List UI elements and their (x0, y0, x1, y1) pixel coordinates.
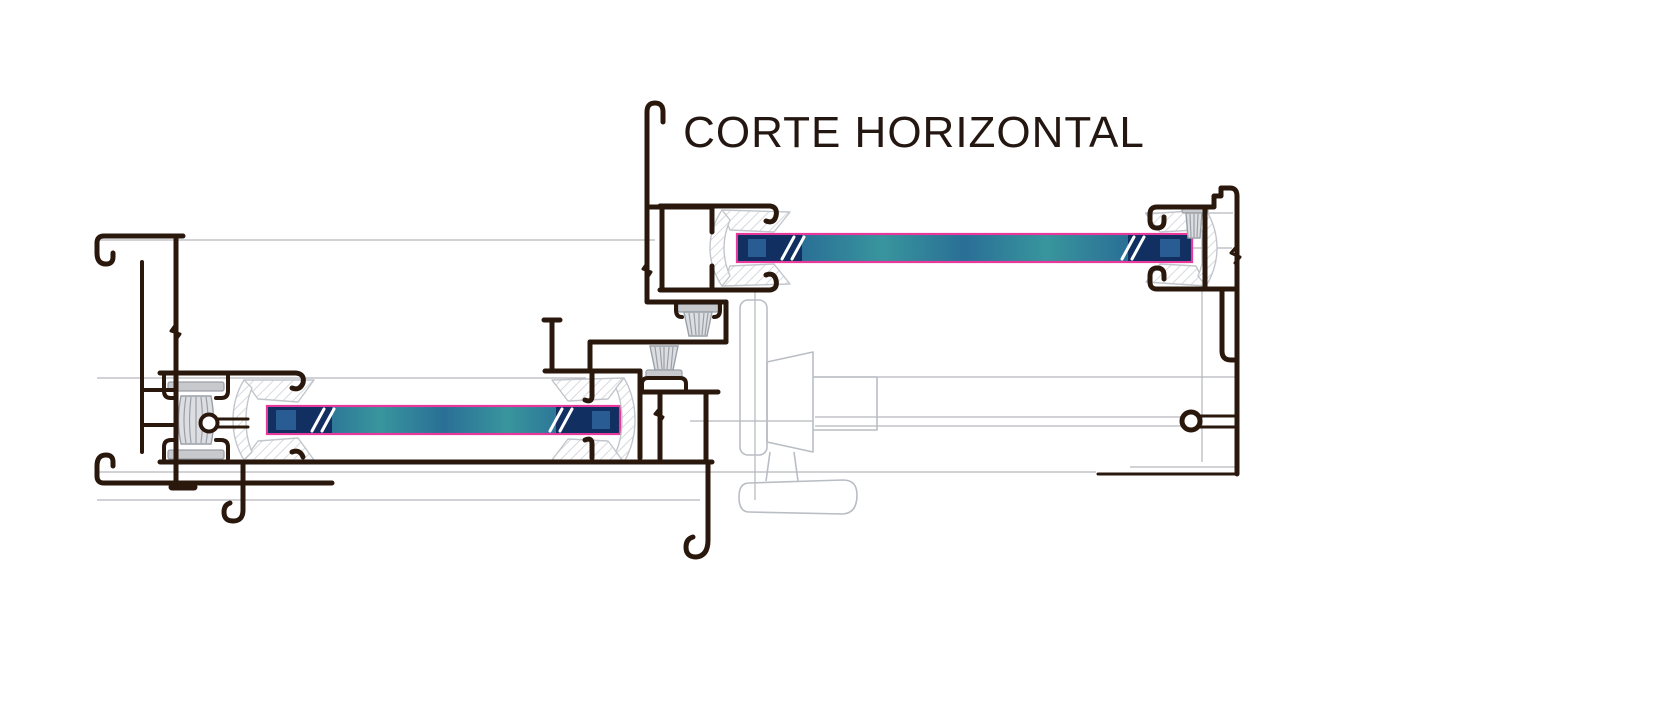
center-drop-leg (683, 459, 711, 560)
upper-glass-pane (735, 232, 1194, 264)
right-frame-profile (1096, 185, 1242, 477)
upper-sash-leg (644, 100, 666, 305)
left-drop-leg (221, 461, 246, 524)
handle-lever-ghost (738, 479, 858, 515)
keeper-loop (1179, 409, 1203, 433)
brush-pile-seals (167, 205, 1209, 460)
brush-seal-interlock-lower (645, 345, 683, 380)
screw-boss (198, 412, 220, 434)
gasket-lower-right (551, 377, 636, 463)
lock-cone-ghost (766, 351, 814, 453)
diagram-title: CORTE HORIZONTAL (683, 108, 1145, 157)
gasket-upper-left (709, 209, 791, 287)
glazing-gaskets (232, 209, 1218, 463)
brush-seal-interlock-upper (677, 303, 719, 337)
break-mark (653, 406, 665, 425)
t-post (541, 317, 563, 374)
break-mark (1229, 244, 1242, 265)
interlock-profiles (587, 100, 779, 560)
break-mark (641, 260, 653, 280)
lock-neck-ghost (813, 376, 878, 431)
break-mark (169, 322, 182, 343)
lock-body-ghost (739, 299, 768, 456)
lower-glass-pane (265, 404, 622, 436)
